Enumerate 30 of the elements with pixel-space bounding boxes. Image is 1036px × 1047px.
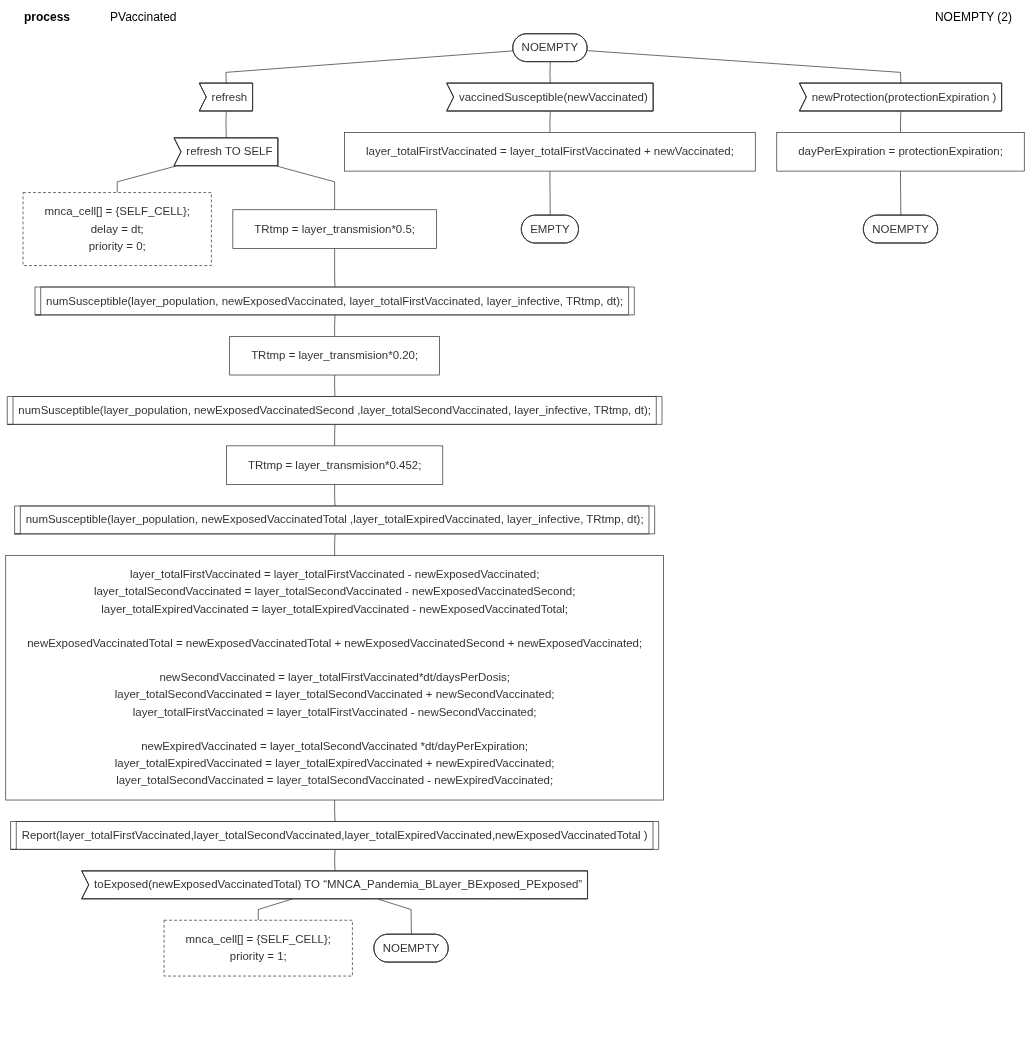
connector [586,50,902,84]
connector [334,799,336,823]
connector [900,111,902,133]
connector [276,165,335,211]
connector [334,484,336,507]
process-name: PVaccinated [110,10,177,24]
node-box: layer_totalFirstVaccinated = layer_totalFirstVaccinated - newExposedVaccinated; layer_totalSecondVaccinated = layer_totalSecondVaccinated - newExposedVaccinatedSecond; layer_totalExpiredVaccinated = layer_totalExpiredVaccinated - newExposedVaccinatedTotal; newExposedVaccinatedTotal = newExposedVaccinatedTotal + newExposedVaccinatedSecond + newExposedVaccinated; newSecondVaccinated = layer_totalFirstVaccinated*dt/daysPerDosis; layer_totalSecondVaccinated = layer_totalSecondVaccinated + newSecondVaccinated; layer_totalFirstVaccinated = layer_totalFirstVaccinated - newSecondVaccinated; newExpiredVaccinated = layer_totalSecondVaccinated *dt/dayPerExpiration; layer_totalExpiredVaccinated = layer_totalExpiredVaccinated + newExpiredVaccinated; layer_totalSecondVaccinated = layer_totalSecondVaccinated - newExpiredVaccinated; [5,554,664,801]
node-box: mnca_cell[] = {SELF_CELL}; delay = dt; priority = 0; [22,192,212,266]
connector [334,314,336,337]
connector [900,170,902,216]
node-box: dayPerExpiration = protectionExpiration; [776,132,1025,172]
node-box: TRtmp = layer_transmision*0.20; [229,336,440,376]
connector [257,898,293,921]
connector [549,170,551,216]
node-box: mnca_cell[] = {SELF_CELL}; priority = 1; [163,919,353,977]
node-box: layer_totalFirstVaccinated = layer_totalFirstVaccinated + newVaccinated; [344,132,756,172]
node-box: TRtmp = layer_transmision*0.452; [226,445,444,485]
connector [116,165,177,193]
connector [334,533,336,556]
page-label: NOEMPTY (2) [934,10,1012,24]
connector [334,424,336,447]
connector [225,50,514,84]
node-box: TRtmp = layer_transmision*0.5; [232,209,437,249]
keyword-label: process [24,10,71,24]
connector [334,248,336,288]
connector [334,849,336,872]
connector [334,374,336,398]
connector [549,111,551,133]
connector [225,111,227,139]
connector [549,61,551,84]
